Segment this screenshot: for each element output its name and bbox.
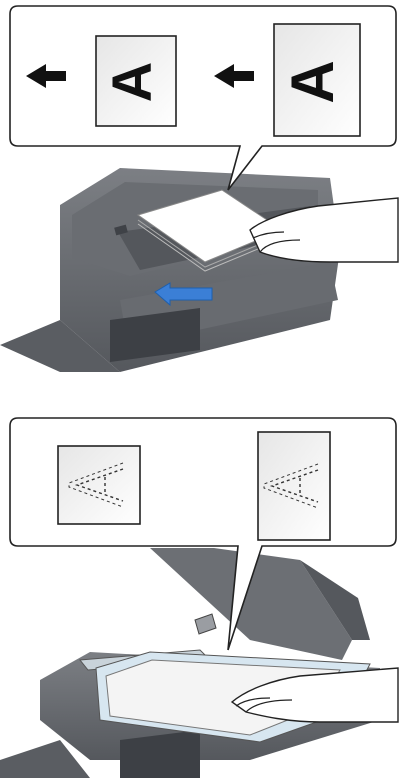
page-letter: A [100,62,163,102]
page-letter: A [279,60,346,103]
copier-adf-machine [0,168,340,372]
panel-platen-loading [0,418,398,778]
page-a-dashed-1 [58,446,140,524]
page-a-dashed-2 [258,432,330,540]
panel-adf-loading: A A [0,6,398,372]
page-a-solid-2: A [274,24,360,136]
copier-lid [150,548,370,660]
page-a-solid-1: A [96,36,176,126]
